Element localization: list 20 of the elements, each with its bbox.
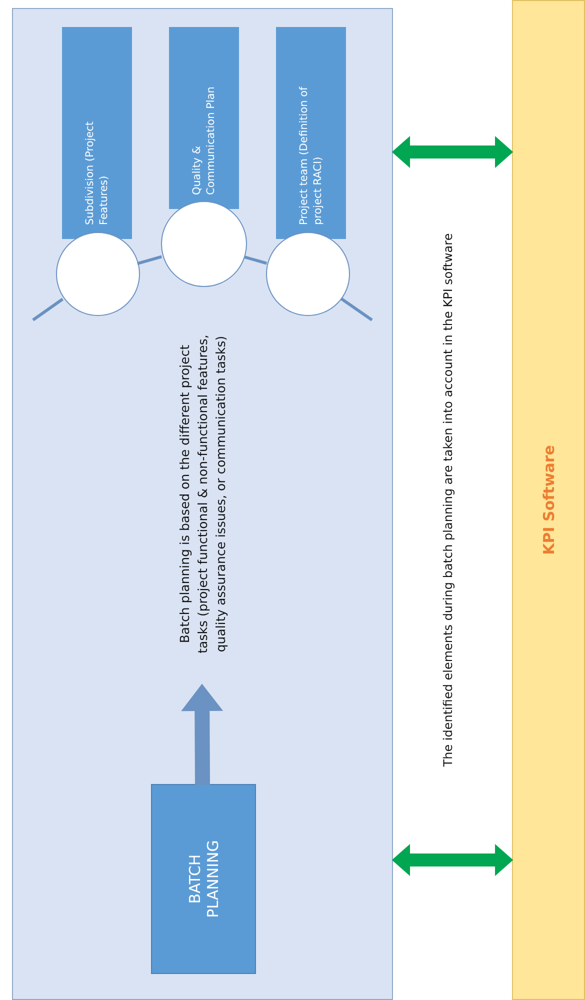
planning-panel xyxy=(12,8,393,1000)
double-arrow xyxy=(392,844,514,876)
process-box xyxy=(151,784,256,974)
task-bar xyxy=(169,27,239,209)
software-band xyxy=(512,0,585,1000)
description-text: Batch planning is based on the different project tasks (project functional & non-functional features, quality assurance issues, or communication tasks) xyxy=(176,334,230,656)
note-text: The identified elements during batch planning are taken into account in the KPI software xyxy=(440,232,456,769)
bar-label: Subdivision (Project Features) xyxy=(82,120,111,225)
connector-line xyxy=(244,255,268,265)
bar-label: Project team (Definition of project RACI) xyxy=(296,86,325,225)
band-label: KPI Software xyxy=(540,445,558,555)
double-arrow xyxy=(392,136,514,168)
task-bar xyxy=(276,27,346,239)
connector-line xyxy=(32,298,64,322)
connector-line xyxy=(137,255,162,265)
task-bar xyxy=(62,27,132,239)
box-label: BATCH PLANNING xyxy=(186,839,222,920)
connector-line xyxy=(340,298,373,322)
bar-label: Quality & Communication Plan xyxy=(190,86,218,195)
block-arrow xyxy=(181,684,224,786)
